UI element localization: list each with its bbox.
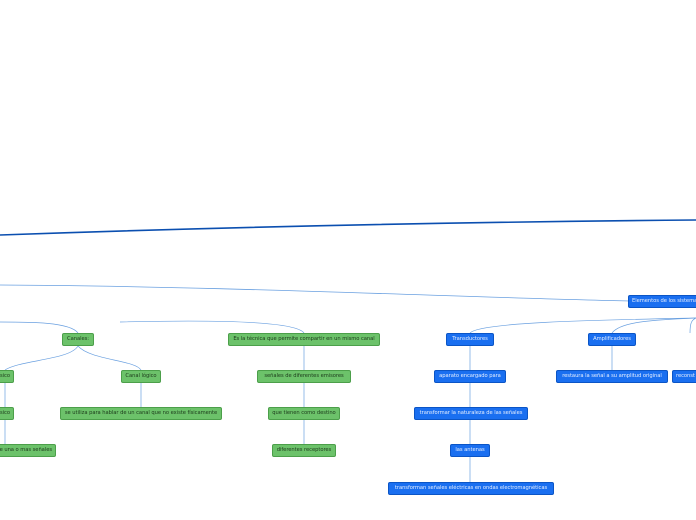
node-tecnica[interactable]: Es la técnica que permite compartir en u… bbox=[228, 333, 380, 346]
node-antenas[interactable]: las antenas bbox=[450, 444, 490, 457]
node-destino[interactable]: que tienen como destino bbox=[268, 407, 340, 420]
node-canales[interactable]: Canales: bbox=[62, 333, 94, 346]
node-fisico-2[interactable]: ísico bbox=[0, 407, 14, 420]
node-recorte[interactable]: reconst bbox=[672, 370, 696, 383]
main-branch-line bbox=[0, 219, 696, 236]
node-transforman[interactable]: transforman señales eléctricas en ondas … bbox=[388, 482, 554, 495]
node-amplificadores[interactable]: Amplificadores bbox=[588, 333, 636, 346]
link-canales bbox=[0, 321, 79, 334]
node-elementos[interactable]: Elementos de los sistema bbox=[628, 295, 696, 308]
node-fisico-1[interactable]: ísico bbox=[0, 370, 14, 383]
node-senales-emisores[interactable]: señales de diferentes emisores bbox=[257, 370, 351, 383]
node-una-mas[interactable]: e una o mas señales bbox=[0, 444, 56, 457]
link-amplificadores bbox=[611, 317, 696, 334]
link-canales-logico bbox=[77, 345, 142, 371]
node-aparato[interactable]: aparato encargado para bbox=[434, 370, 506, 383]
link-transductores bbox=[469, 317, 696, 334]
node-canal-logico[interactable]: Canal lógico bbox=[121, 370, 161, 383]
node-transformar[interactable]: transformar la naturaleza de las señales bbox=[414, 407, 528, 420]
node-receptores[interactable]: diferentes receptores bbox=[272, 444, 336, 457]
node-transductores[interactable]: Transductores bbox=[446, 333, 494, 346]
node-restaura[interactable]: restaura la señal a su amplitud original bbox=[556, 370, 668, 383]
link-tecnica bbox=[119, 320, 305, 334]
secondary-branch-line bbox=[0, 284, 631, 302]
link-recorte bbox=[689, 317, 696, 334]
link-canales-fisico bbox=[4, 345, 79, 371]
node-canal-logico-desc[interactable]: se utiliza para hablar de un canal que n… bbox=[60, 407, 222, 420]
